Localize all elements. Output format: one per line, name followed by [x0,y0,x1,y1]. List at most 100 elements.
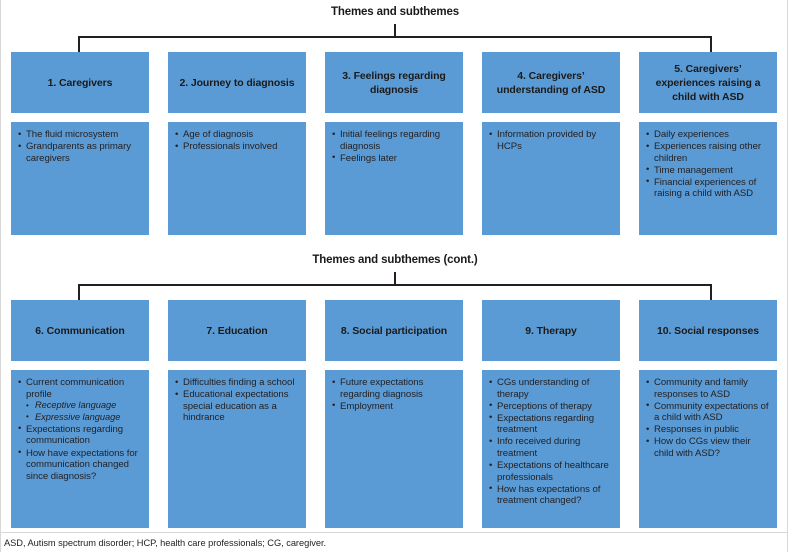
list-item: Information provided by HCPs [488,128,614,152]
subtheme-text: How do CGs view their child with ASD? [654,436,751,460]
list-item: Expectations regarding communication [17,423,143,447]
list-item: How have expectations for communication … [17,447,143,483]
list-item: Grandparents as primary caregivers [17,141,143,164]
theme-header-label-9: 9. Therapy [525,324,577,337]
theme-header-box-2: 2. Journey to diagnosis [168,52,306,113]
theme-column-8: 8. Social participation Future expectati… [325,300,463,528]
list-item: Community expectations of a child with A… [645,400,771,424]
subtheme-box-4: Information provided by HCPs [482,122,620,235]
subtheme-list-7: Difficulties finding a school Educationa… [174,377,300,424]
subtheme-text: Info received during treatment [497,436,581,460]
list-item: Age of diagnosis [174,129,300,141]
subtheme-text: Financial experiences of raising a child… [654,176,757,200]
connector-horizontal-bar [78,284,712,286]
theme-header-box-10: 10. Social responses [639,300,777,361]
list-item: Future expectations regarding diagnosis [331,376,457,400]
theme-header-label-4: 4. Caregivers’ understanding of ASD [496,69,606,96]
subtheme-text: Experiences raising other children [654,141,762,164]
subtheme-text: Difficulties finding a school [183,377,295,388]
theme-header-label-3: 3. Feelings regarding diagnosis [342,69,446,96]
list-item: CGs understanding of therapy [488,376,614,400]
subtheme-box-9: CGs understanding of therapy Perceptions… [482,370,620,528]
connector-drop-right [710,36,712,52]
section-2-connector-bracket [78,272,712,300]
subtheme-box-7: Difficulties finding a school Educationa… [168,370,306,528]
list-item: Experiences raising other children [645,141,771,164]
theme-column-1: 1. Caregivers The fluid microsystem Gran… [11,52,149,235]
subtheme-box-6: Current communication profile Receptive … [11,370,149,528]
connector-stem [394,24,396,37]
subtheme-text: Employment [340,400,393,412]
subtheme-text: Community and family responses to ASD [654,377,748,400]
subtheme-box-10: Community and family responses to ASD Co… [639,370,777,528]
theme-header-box-4: 4. Caregivers’ understanding of ASD [482,52,620,113]
subtheme-text: CGs understanding of therapy [497,377,590,400]
subtheme-box-3: Initial feelings regarding diagnosis Fee… [325,122,463,235]
theme-header-label-5: 5. Caregivers’ experiences raising a chi… [655,62,761,103]
list-item: Employment [331,400,457,413]
theme-column-9: 9. Therapy CGs understanding of therapy … [482,300,620,528]
subtheme-list-1: The fluid microsystem Grandparents as pr… [17,129,143,164]
subtheme-text: Current communication profile [26,377,125,400]
subtheme-list-6: Current communication profile Receptive … [17,376,143,483]
theme-column-2: 2. Journey to diagnosis Age of diagnosis… [168,52,306,235]
list-item: Info received during treatment [488,436,614,459]
theme-header-label-1: 1. Caregivers [47,76,113,89]
subtheme-text: Feelings later [340,152,397,164]
subtheme-text: Expectations regarding treatment [497,412,595,436]
list-item: Responses in public [645,424,771,436]
list-item: Daily experiences [645,129,771,141]
theme-header-box-8: 8. Social participation [325,300,463,361]
subtheme-list-3: Initial feelings regarding diagnosis Fee… [331,128,457,165]
subtheme-text: Expectations of healthcare professionals [497,460,609,483]
list-item: Community and family responses to ASD [645,376,771,400]
theme-header-box-7: 7. Education [168,300,306,361]
list-item: Current communication profile Receptive … [17,376,143,423]
theme-header-label-8: 8. Social participation [340,324,448,337]
subtheme-box-8: Future expectations regarding diagnosis … [325,370,463,528]
subtheme-text: Responses in public [654,424,739,436]
list-item: Time management [645,164,771,177]
list-item: How has expectations of treatment change… [488,483,614,507]
theme-header-box-1: 1. Caregivers [11,52,149,113]
subtheme-text: Age of diagnosis [183,129,254,140]
subtheme-list-4: Information provided by HCPs [488,128,614,152]
theme-header-label-10: 10. Social responses [657,324,759,337]
theme-header-label-7: 7. Education [206,324,268,337]
nested-list-item: Expressive language [26,411,143,424]
theme-column-4: 4. Caregivers’ understanding of ASD Info… [482,52,620,235]
subtheme-text: How have expectations for communication … [26,447,138,482]
list-item: Perceptions of therapy [488,400,614,413]
nested-subtheme-list: Receptive language Expressive language [26,400,143,423]
list-item: Educational expectations special educati… [174,389,300,424]
subtheme-text: Information provided by HCPs [497,129,597,152]
list-item: Expectations regarding treatment [488,412,614,436]
subtheme-text: Perceptions of therapy [497,400,592,412]
nested-list-item: Receptive language [26,400,143,412]
list-item: Difficulties finding a school [174,377,300,389]
connector-horizontal-bar [78,36,712,38]
theme-column-6: 6. Communication Current communication p… [11,300,149,528]
section-1-title: Themes and subthemes [330,6,459,18]
section-1-connector-bracket [78,24,712,52]
subtheme-text: Professionals involved [183,141,278,153]
subtheme-text: The fluid microsystem [26,129,119,140]
subtheme-box-1: The fluid microsystem Grandparents as pr… [11,122,149,235]
subtheme-text: Grandparents as primary caregivers [26,141,131,164]
subtheme-list-8: Future expectations regarding diagnosis … [331,376,457,413]
list-item: Professionals involved [174,141,300,153]
theme-header-box-6: 6. Communication [11,300,149,361]
list-item: Feelings later [331,152,457,165]
connector-drop-left [78,36,80,52]
theme-column-3: 3. Feelings regarding diagnosis Initial … [325,52,463,235]
subtheme-text: Future expectations regarding diagnosis [340,377,424,400]
subtheme-text: Time management [654,164,733,176]
section-2-columns: 6. Communication Current communication p… [11,300,779,528]
theme-header-label-2: 2. Journey to diagnosis [179,76,295,89]
connector-drop-left [78,284,80,300]
theme-header-box-3: 3. Feelings regarding diagnosis [325,52,463,113]
list-item: The fluid microsystem [17,129,143,141]
theme-column-7: 7. Education Difficulties finding a scho… [168,300,306,528]
footer-divider [1,532,787,533]
theme-header-box-9: 9. Therapy [482,300,620,361]
